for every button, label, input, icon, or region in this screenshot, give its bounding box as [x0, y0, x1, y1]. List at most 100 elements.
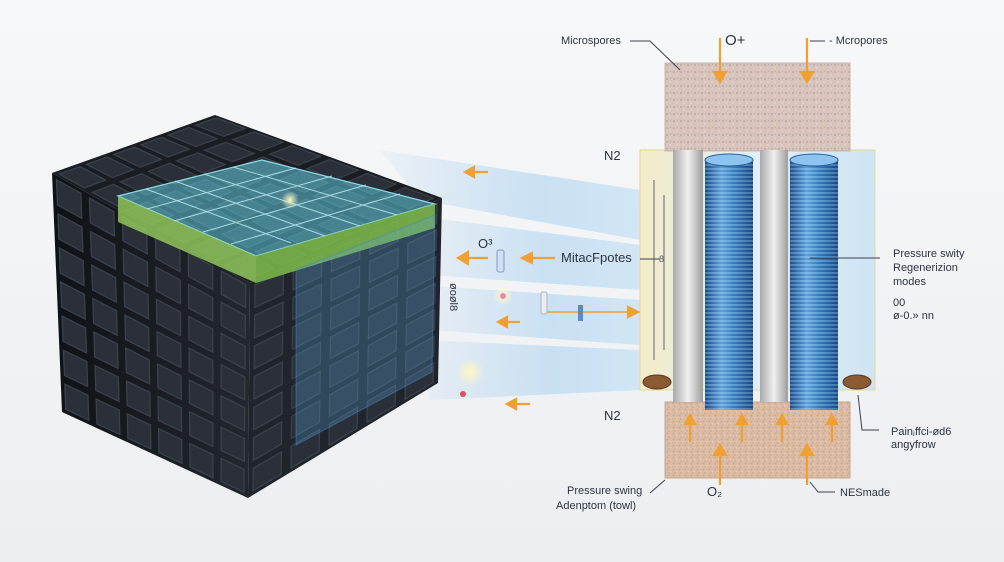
cube-cell — [290, 399, 321, 440]
cube-cell — [253, 330, 284, 370]
cube-cell — [122, 248, 149, 288]
cube-cell — [291, 370, 321, 410]
small-vial-3 — [578, 305, 583, 321]
cube-cell — [62, 349, 89, 388]
cube-cell — [126, 412, 152, 450]
cube-cell — [93, 331, 119, 370]
cube-cell — [405, 308, 436, 347]
bottom-microporous-layer — [664, 401, 851, 479]
leader-lines — [630, 40, 880, 494]
cube-cell — [57, 212, 84, 254]
cube-cell — [406, 255, 437, 292]
cube-cell — [155, 265, 181, 305]
disc-right — [842, 374, 872, 390]
flow-arrows — [455, 38, 839, 485]
disc-left — [642, 374, 672, 390]
cube-cell — [252, 420, 283, 462]
cube-cell — [220, 457, 245, 494]
cube-cell — [174, 152, 228, 174]
top-microporous-layer — [664, 62, 851, 152]
cube-cell — [367, 301, 398, 340]
cube-cell — [253, 360, 284, 401]
cube-cell — [189, 442, 214, 479]
cube-cell — [230, 131, 285, 152]
cube-cell — [268, 145, 323, 166]
cube-cell — [155, 298, 182, 337]
cube-cell — [220, 363, 246, 401]
light-beams — [380, 150, 640, 400]
cube-cell — [64, 383, 90, 422]
label-pressure-swing-1: Pressure swity — [893, 248, 965, 260]
label-nes-made: NESmade — [840, 487, 891, 499]
cube-left-cells — [55, 178, 247, 494]
cube-cell — [187, 283, 214, 322]
label-o-small: O³ — [478, 236, 493, 251]
cube-cell — [366, 384, 397, 424]
cube-cell — [84, 156, 136, 179]
cube-cell — [188, 315, 214, 354]
cube-cell — [367, 329, 398, 368]
cube-cell — [125, 346, 151, 385]
cube-cell — [92, 297, 118, 337]
small-vial-1 — [496, 249, 505, 273]
cube-cell — [193, 117, 247, 137]
cube-cell — [157, 395, 183, 433]
label-pain-1: Painⱼffci-ød6 — [891, 426, 952, 438]
cube-cell — [95, 398, 121, 436]
cube-cell — [187, 251, 214, 291]
cube-cell — [58, 246, 85, 287]
cube-cell — [328, 378, 359, 418]
cube-cell — [252, 390, 283, 431]
adsorption-column-left — [704, 153, 754, 410]
cube-cell — [368, 247, 399, 284]
cube-cell — [328, 406, 359, 447]
small-vial-2 — [540, 291, 548, 315]
cube-cell — [188, 378, 214, 417]
cube-cell — [220, 426, 246, 463]
label-microspores: Microspores — [561, 35, 621, 47]
cube-cell — [94, 364, 120, 403]
cube-cell — [405, 282, 436, 320]
label-psa-2: Adenptom (towl) — [556, 500, 637, 512]
vessel-tick-label: 8 — [659, 254, 664, 264]
psa-vessel — [639, 62, 876, 479]
cube-cell — [90, 264, 117, 304]
glass-overlay-side — [295, 214, 436, 446]
cube-cell — [252, 450, 283, 493]
label-pain-2: angyfrow — [891, 439, 936, 451]
cube-cell — [291, 312, 322, 351]
cube-cell — [156, 330, 182, 369]
cube-cell — [112, 146, 164, 168]
cube-cell — [329, 321, 360, 360]
cube-cell — [404, 361, 435, 401]
label-value-1: 00 — [893, 297, 906, 309]
cube-cell — [220, 269, 247, 309]
cube-cell — [125, 379, 151, 418]
cube-cell — [220, 394, 246, 432]
cube-cell — [55, 178, 83, 220]
cube-cell — [329, 293, 360, 331]
cube-cell — [292, 283, 323, 321]
adsorption-column-right — [789, 153, 839, 410]
label-mitac-pores: MitacFpotes — [561, 250, 632, 265]
cube-cell — [156, 362, 182, 401]
cube-cell — [330, 265, 361, 302]
cube-cell — [123, 281, 150, 320]
cube-cell — [406, 229, 438, 265]
cube-cell — [124, 314, 150, 353]
label-o2-bottom: O₂ — [707, 484, 723, 499]
cube-cell — [220, 332, 246, 371]
cube-cell — [139, 136, 191, 158]
label-o-plus: O+ — [725, 32, 746, 49]
cube-cell — [290, 428, 321, 470]
cube-cell — [59, 280, 86, 321]
label-psa-1: Pressure swing — [567, 485, 643, 497]
label-n2-bottom: N2 — [604, 408, 621, 423]
cube-cell — [368, 274, 399, 312]
cube-cell — [329, 349, 360, 389]
cube-cell — [202, 141, 256, 163]
cube-cell — [89, 230, 117, 271]
cube-cell — [404, 335, 435, 374]
glass-membrane-layer — [116, 159, 438, 283]
